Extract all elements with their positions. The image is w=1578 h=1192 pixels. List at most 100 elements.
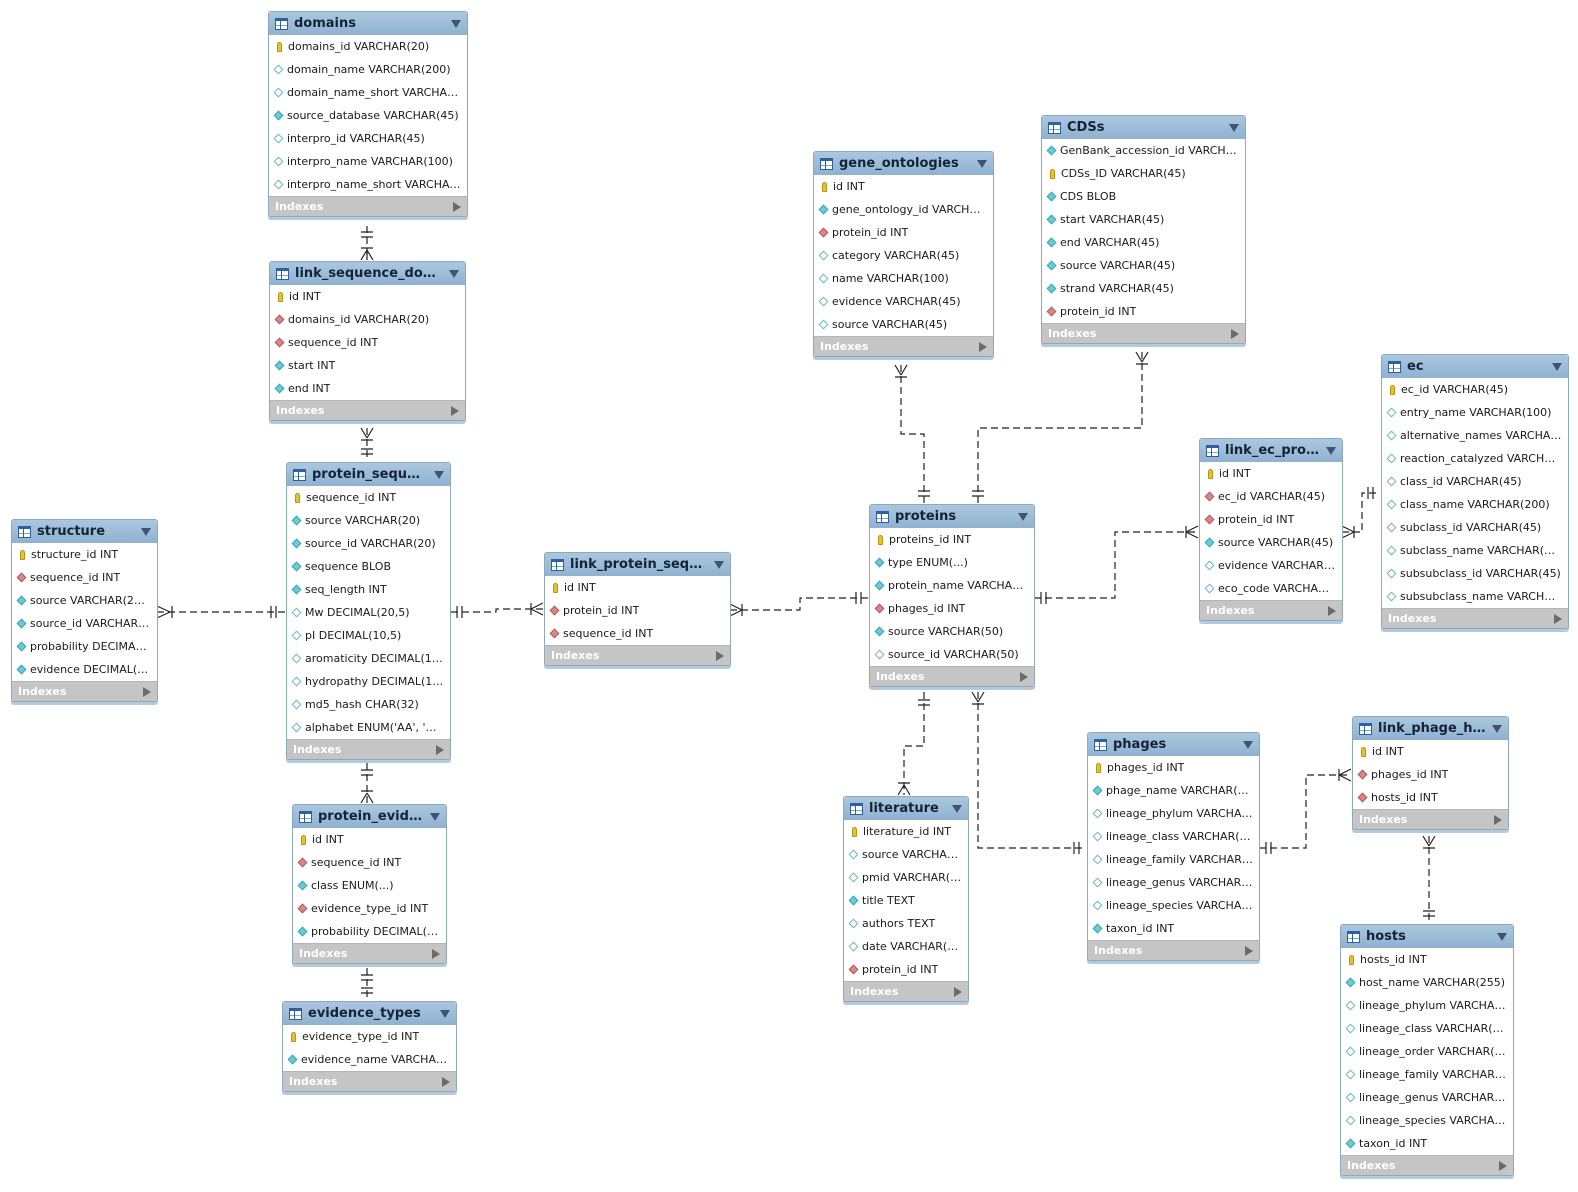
collapse-toggle-icon[interactable] <box>714 560 724 569</box>
indexes-section[interactable]: Indexes <box>1382 608 1568 628</box>
table-header[interactable]: gene_ontologies <box>814 152 993 175</box>
column-row[interactable]: protein_id INT <box>1042 300 1245 323</box>
column-row[interactable]: name VARCHAR(100) <box>814 267 993 290</box>
indexes-section[interactable]: Indexes <box>287 739 450 759</box>
table-header[interactable]: link_sequence_domai... <box>270 262 465 285</box>
column-row[interactable]: host_name VARCHAR(255) <box>1341 971 1513 994</box>
table-header[interactable]: ec <box>1382 355 1568 378</box>
collapse-toggle-icon[interactable] <box>1229 123 1239 132</box>
collapse-toggle-icon[interactable] <box>430 812 440 821</box>
column-row[interactable]: lineage_phylum VARCHAR(10... <box>1088 802 1259 825</box>
column-row[interactable]: class_id VARCHAR(45) <box>1382 470 1568 493</box>
column-row[interactable]: phages_id INT <box>1353 763 1508 786</box>
column-row[interactable]: subsubclass_id VARCHAR(45) <box>1382 562 1568 585</box>
column-row[interactable]: alternative_names VARCHAR(200) <box>1382 424 1568 447</box>
collapse-toggle-icon[interactable] <box>449 269 459 278</box>
column-row[interactable]: evidence VARCHAR(100) <box>1200 554 1342 577</box>
table-header[interactable]: structure <box>12 520 157 543</box>
column-row[interactable]: end INT <box>270 377 465 400</box>
column-row[interactable]: id INT <box>814 175 993 198</box>
collapse-toggle-icon[interactable] <box>977 159 987 168</box>
column-row[interactable]: taxon_id INT <box>1088 917 1259 940</box>
column-row[interactable]: eco_code VARCHAR(45) <box>1200 577 1342 600</box>
column-row[interactable]: domains_id VARCHAR(20) <box>269 35 467 58</box>
column-row[interactable]: source_database VARCHAR(45) <box>269 104 467 127</box>
column-row[interactable]: reaction_catalyzed VARCHAR(300) <box>1382 447 1568 470</box>
column-row[interactable]: domains_id VARCHAR(20) <box>270 308 465 331</box>
collapse-toggle-icon[interactable] <box>1492 724 1502 733</box>
column-row[interactable]: phages_id INT <box>870 597 1034 620</box>
column-row[interactable]: subclass_id VARCHAR(45) <box>1382 516 1568 539</box>
indexes-section[interactable]: Indexes <box>270 400 465 420</box>
expand-arrow-icon[interactable] <box>432 948 440 959</box>
column-row[interactable]: id INT <box>270 285 465 308</box>
collapse-toggle-icon[interactable] <box>1552 362 1562 371</box>
column-row[interactable]: aromaticity DECIMAL(10,5) <box>287 647 450 670</box>
column-row[interactable]: gene_ontology_id VARCHAR(2... <box>814 198 993 221</box>
table-header[interactable]: protein_eviden... <box>293 805 446 828</box>
table-header[interactable]: link_phage_ho... <box>1353 717 1508 740</box>
column-row[interactable]: lineage_phylum VARCHAR(25... <box>1341 994 1513 1017</box>
expand-arrow-icon[interactable] <box>442 1076 450 1087</box>
column-row[interactable]: lineage_genus VARCHAR(100) <box>1088 871 1259 894</box>
indexes-section[interactable]: Indexes <box>814 336 993 356</box>
column-row[interactable]: sequence_id INT <box>12 566 157 589</box>
expand-arrow-icon[interactable] <box>979 341 987 352</box>
column-row[interactable]: probability DECIMAL(5,4) <box>12 635 157 658</box>
collapse-toggle-icon[interactable] <box>451 19 461 28</box>
table-header[interactable]: link_protein_sequen... <box>545 553 730 576</box>
table-header[interactable]: phages <box>1088 733 1259 756</box>
column-row[interactable]: sequence_id INT <box>545 622 730 645</box>
indexes-section[interactable]: Indexes <box>283 1071 456 1091</box>
column-row[interactable]: start VARCHAR(45) <box>1042 208 1245 231</box>
column-row[interactable]: pmid VARCHAR(50) <box>844 866 968 889</box>
column-row[interactable]: taxon_id INT <box>1341 1132 1513 1155</box>
column-row[interactable]: interpro_name_short VARCHAR(45) <box>269 173 467 196</box>
column-row[interactable]: protein_name VARCHAR(25... <box>870 574 1034 597</box>
column-row[interactable]: CDSs_ID VARCHAR(45) <box>1042 162 1245 185</box>
column-row[interactable]: evidence_type_id INT <box>293 897 446 920</box>
collapse-toggle-icon[interactable] <box>1243 740 1253 749</box>
indexes-section[interactable]: Indexes <box>1042 323 1245 343</box>
column-row[interactable]: proteins_id INT <box>870 528 1034 551</box>
column-row[interactable]: seq_length INT <box>287 578 450 601</box>
column-row[interactable]: hosts_id INT <box>1353 786 1508 809</box>
indexes-section[interactable]: Indexes <box>870 666 1034 686</box>
column-row[interactable]: evidence_type_id INT <box>283 1025 456 1048</box>
column-row[interactable]: phages_id INT <box>1088 756 1259 779</box>
expand-arrow-icon[interactable] <box>451 405 459 416</box>
column-row[interactable]: source VARCHAR(45) <box>1042 254 1245 277</box>
table-header[interactable]: literature <box>844 797 968 820</box>
column-row[interactable]: source VARCHAR(50) <box>870 620 1034 643</box>
column-row[interactable]: lineage_family VARCHAR(255) <box>1341 1063 1513 1086</box>
table-header[interactable]: evidence_types <box>283 1002 456 1025</box>
column-row[interactable]: hosts_id INT <box>1341 948 1513 971</box>
expand-arrow-icon[interactable] <box>1020 671 1028 682</box>
column-row[interactable]: probability DECIMAL(5,4) <box>293 920 446 943</box>
indexes-section[interactable]: Indexes <box>1353 809 1508 829</box>
collapse-toggle-icon[interactable] <box>141 527 151 536</box>
column-row[interactable]: literature_id INT <box>844 820 968 843</box>
expand-arrow-icon[interactable] <box>1245 945 1253 956</box>
expand-arrow-icon[interactable] <box>436 744 444 755</box>
expand-arrow-icon[interactable] <box>954 986 962 997</box>
table-header[interactable]: hosts <box>1341 925 1513 948</box>
column-row[interactable]: source_id VARCHAR(10... <box>12 612 157 635</box>
column-row[interactable]: id INT <box>1200 462 1342 485</box>
column-row[interactable]: ec_id VARCHAR(45) <box>1200 485 1342 508</box>
column-row[interactable]: alphabet ENUM('AA', 'NA') <box>287 716 450 739</box>
column-row[interactable]: Mw DECIMAL(20,5) <box>287 601 450 624</box>
indexes-section[interactable]: Indexes <box>1088 940 1259 960</box>
column-row[interactable]: GenBank_accession_id VARCHAR(4... <box>1042 139 1245 162</box>
indexes-section[interactable]: Indexes <box>293 943 446 963</box>
column-row[interactable]: evidence_name VARCHAR(10... <box>283 1048 456 1071</box>
column-row[interactable]: domain_name VARCHAR(200) <box>269 58 467 81</box>
column-row[interactable]: structure_id INT <box>12 543 157 566</box>
collapse-toggle-icon[interactable] <box>1497 932 1507 941</box>
